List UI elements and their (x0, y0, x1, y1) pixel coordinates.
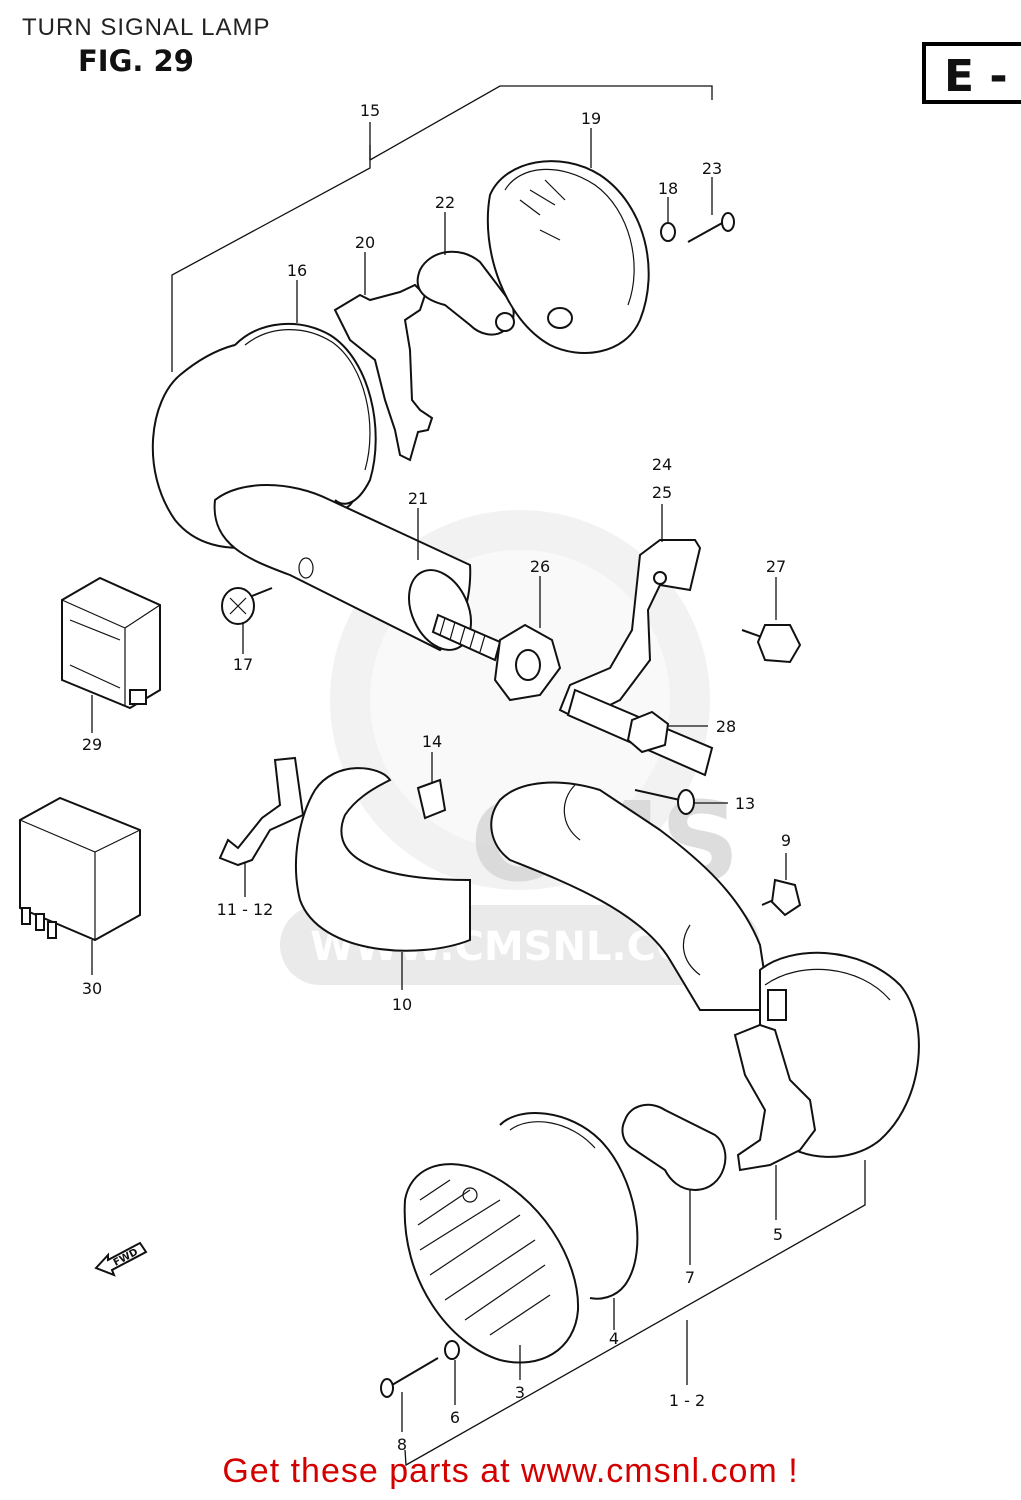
callout-21: 21 (408, 489, 428, 508)
part-20-socket-bracket (333, 283, 434, 462)
part-stud-bolt (431, 613, 502, 662)
callout-25: 25 (652, 483, 672, 502)
callout-3: 3 (515, 1383, 525, 1402)
leader-lines (91, 122, 787, 1432)
callout-27: 27 (766, 557, 786, 576)
part-9-screw (761, 878, 802, 917)
callout-11-12: 11 - 12 (217, 900, 274, 919)
callout-10: 10 (392, 995, 412, 1014)
part-16-gasket-ring (234, 322, 377, 505)
part-5-socket-bracket-lower (733, 989, 817, 1172)
footer-call-to-action[interactable]: Get these parts at www.cmsnl.com ! (222, 1452, 799, 1490)
part-23-screw-upper (687, 212, 735, 243)
callout-16: 16 (287, 261, 307, 280)
figure-number: FIG. 29 (78, 44, 194, 78)
callout-6: 6 (450, 1408, 460, 1427)
part-14-spacer (416, 778, 447, 820)
callout-19: 19 (581, 109, 601, 128)
forward-direction-arrow: FWD (94, 1241, 148, 1277)
part-29-relay (61, 576, 161, 710)
callout-15: 15 (360, 101, 380, 120)
part-11-12-wire-clip (218, 756, 305, 867)
callout-5: 5 (773, 1225, 783, 1244)
callout-29: 29 (82, 735, 102, 754)
part-24-25-mount-bracket (558, 539, 702, 722)
callout-22: 22 (435, 193, 455, 212)
callout-4: 4 (609, 1329, 619, 1348)
part-28-nut-and-rod (566, 688, 714, 777)
part-8-screw-lower (380, 1357, 439, 1398)
section-tag: E - (922, 42, 1021, 104)
part-6-washer-lower (444, 1340, 460, 1360)
callout-8: 8 (397, 1435, 407, 1454)
part-30-flasher (19, 796, 141, 942)
callout-26: 26 (530, 557, 550, 576)
callout-23: 23 (702, 159, 722, 178)
part-26-nut (493, 623, 562, 702)
part-18-washer-upper (660, 222, 676, 242)
callout-20: 20 (355, 233, 375, 252)
callout-7: 7 (685, 1268, 695, 1287)
part-27-bolt (741, 624, 802, 664)
part-3-lens-lower (403, 1163, 580, 1364)
page-title: TURN SIGNAL LAMP (22, 14, 271, 41)
group-bracket-1-2 (404, 1160, 866, 1467)
callout-17: 17 (233, 655, 253, 674)
part-4-gasket-lower (499, 1112, 639, 1300)
callout-28: 28 (716, 717, 736, 736)
part-7-bulb-lower (621, 1103, 727, 1192)
part-10-cover (294, 767, 471, 952)
callout-24: 24 (652, 455, 672, 474)
part-19-lens-upper (486, 160, 650, 354)
part-22-bulb-upper (416, 250, 515, 336)
part-17-screw (221, 587, 273, 625)
part-13-screw (634, 789, 695, 815)
callout-9: 9 (781, 831, 791, 850)
callout-13: 13 (735, 794, 755, 813)
callout-labels: 15 19 23 18 22 20 16 21 24 25 26 27 17 2… (82, 101, 791, 1454)
callout-14: 14 (422, 732, 442, 751)
callout-1-2: 1 - 2 (669, 1391, 705, 1410)
callout-30: 30 (82, 979, 102, 998)
callout-18: 18 (658, 179, 678, 198)
